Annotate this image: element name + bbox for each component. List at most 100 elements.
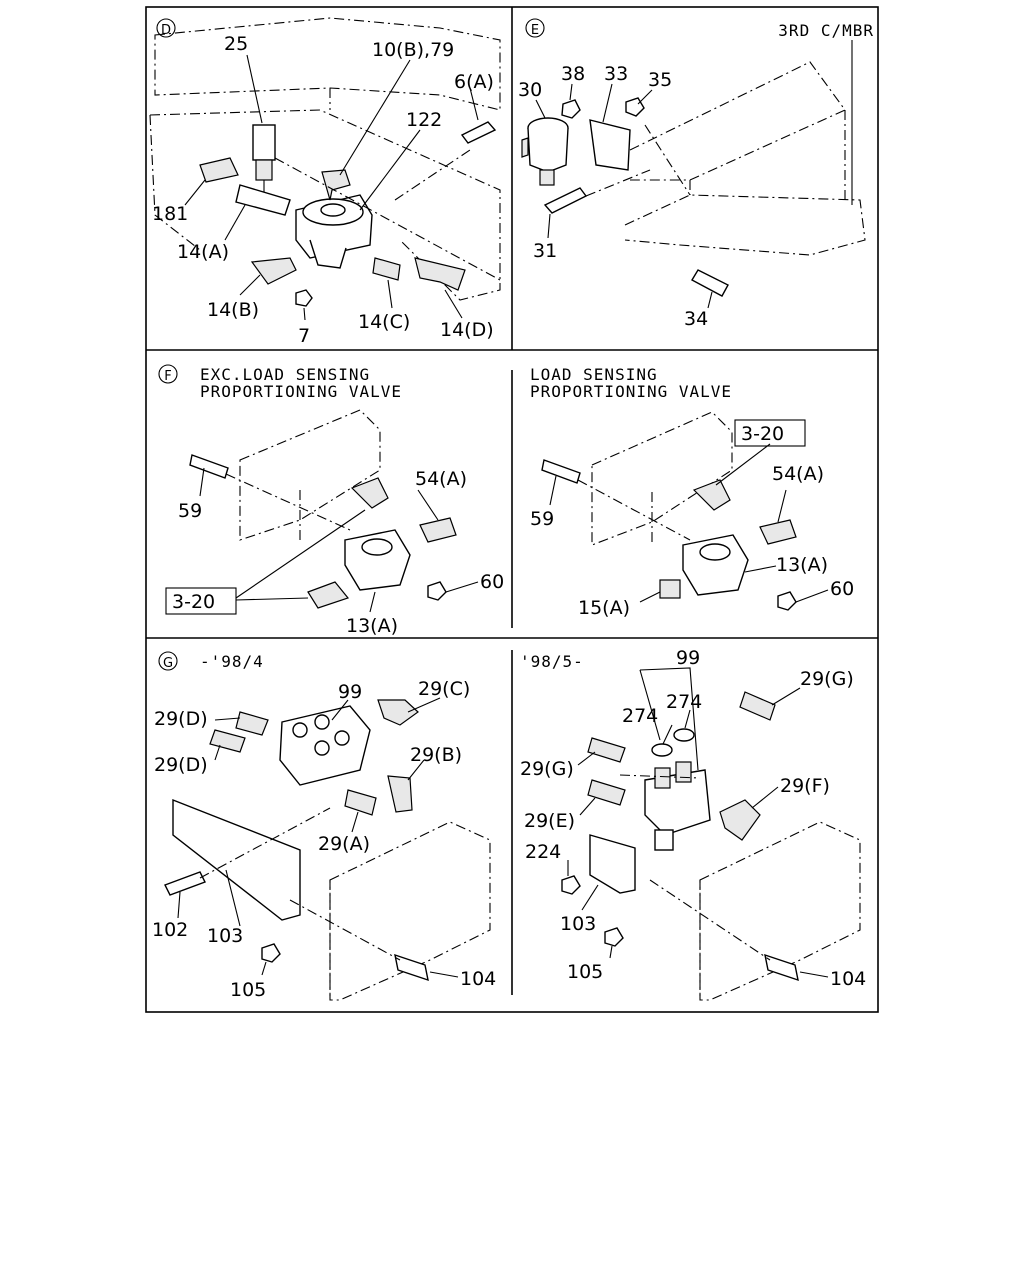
label-g-right-99: 99 (676, 647, 700, 669)
fitting-29a-left (344, 789, 377, 816)
fitting-14c (372, 257, 401, 281)
frame-rail-e (624, 40, 866, 256)
panel-f-right-title-1: LOAD SENSING (530, 365, 658, 384)
elbow-29b-left (387, 775, 413, 813)
label-d-10b-79: 10(B),79 (372, 39, 454, 61)
fitting-54a-right (759, 519, 797, 545)
panel-e-letter: E (531, 23, 539, 38)
panel-f-left-title-2: PROPORTIONING VALVE (200, 382, 402, 401)
panel-e-note: 3RD C/MBR (778, 21, 874, 40)
label-f-left-54a: 54(A) (415, 468, 467, 490)
label-d-14a: 14(A) (177, 241, 229, 263)
nut-105-left (261, 943, 281, 963)
valve-30 (521, 117, 569, 186)
label-g-left-104: 104 (460, 968, 496, 990)
bracket-33 (589, 119, 631, 171)
cap-274-right-1 (651, 743, 673, 757)
panel-e: E 3RD C/MBR 30 (518, 18, 874, 330)
ref-box-left (165, 587, 237, 615)
label-g-right-224: 224 (525, 841, 561, 863)
label-g-left-105: 105 (230, 979, 266, 1001)
leaders-g-right (567, 667, 829, 978)
label-g-right-29f: 29(F) (780, 775, 830, 797)
leaders-g-left (177, 697, 459, 978)
label-g-left-99: 99 (338, 681, 362, 703)
relay-valve-122 (295, 194, 373, 269)
panel-g-letter: G (163, 656, 173, 671)
frame-rail-g-left (329, 821, 491, 1001)
bolt-104-right (764, 953, 799, 982)
bolt-31 (543, 187, 588, 214)
label-f-left-59: 59 (178, 500, 202, 522)
relay-valve-99-left (279, 705, 371, 786)
label-d-25: 25 (224, 33, 248, 55)
fitting-29g-right-2 (587, 737, 626, 763)
label-g-left-29a: 29(A) (318, 833, 370, 855)
frame-rail-f-right (591, 411, 733, 546)
frame-rail-g-right (699, 821, 861, 1001)
label-f-right-15a: 15(A) (578, 597, 630, 619)
label-g-left-103: 103 (207, 925, 243, 947)
label-g-right-274-2: 274 (666, 691, 702, 713)
label-f-right-60: 60 (830, 578, 854, 600)
fitting-54a-left (419, 517, 457, 543)
bracket-103-left (172, 798, 301, 921)
label-e-33: 33 (604, 63, 628, 85)
elbow-left (350, 477, 389, 509)
panel-d-letter: D (161, 23, 171, 38)
pressure-switch-25 (252, 124, 276, 195)
label-g-right-105: 105 (567, 961, 603, 983)
bolt-6a (460, 121, 497, 144)
leaders-d (184, 54, 501, 321)
nut-60-right (777, 591, 797, 611)
elbow-14b (250, 257, 297, 285)
elbow-10b (321, 169, 351, 201)
label-f-right-3-20: 3-20 (741, 423, 784, 445)
elbow-29c-left (377, 699, 419, 726)
bracket-103-right (589, 834, 636, 894)
fitting-14a (235, 184, 291, 216)
label-g-left-29d-2: 29(D) (154, 754, 208, 776)
bolt-59-right (541, 459, 581, 484)
label-d-7: 7 (298, 325, 310, 347)
label-d-6a: 6(A) (454, 71, 494, 93)
label-d-122: 122 (406, 109, 442, 131)
fitting-181 (199, 157, 239, 183)
panel-g-left-note: -'98/4 (200, 652, 264, 671)
label-g-right-29e: 29(E) (524, 810, 575, 832)
label-e-30: 30 (518, 79, 542, 101)
nut-38 (561, 99, 581, 119)
label-f-right-54a: 54(A) (772, 463, 824, 485)
bolt-104-left (394, 953, 429, 982)
frame-rail-d (149, 17, 501, 301)
panel-f-letter: F (164, 369, 171, 384)
leaders-e (535, 83, 713, 309)
label-g-right-103: 103 (560, 913, 596, 935)
bolt-59-left (189, 454, 229, 479)
tee-14d (414, 257, 466, 291)
label-g-left-102: 102 (152, 919, 188, 941)
label-d-14d: 14(D) (440, 319, 494, 341)
panel-d-marker (156, 18, 176, 38)
elbow-29f-right (719, 799, 761, 841)
ref-box-right (734, 419, 806, 447)
bolt-102-left (164, 871, 206, 896)
label-e-34: 34 (684, 308, 708, 330)
label-e-38: 38 (561, 63, 585, 85)
fitting-29d-left-1 (235, 711, 269, 736)
label-d-14c: 14(C) (358, 311, 410, 333)
valve-13a-right (682, 534, 749, 596)
label-g-left-29b: 29(B) (410, 744, 462, 766)
valve-13a-left (344, 529, 411, 591)
diagram-frame (145, 6, 879, 1013)
label-e-31: 31 (533, 240, 557, 262)
panel-f-right-title-2: PROPORTIONING VALVE (530, 382, 732, 401)
label-e-35: 35 (648, 69, 672, 91)
label-d-14b: 14(B) (207, 299, 259, 321)
fitting-29g-right-1 (739, 691, 776, 721)
nut-7 (295, 289, 313, 307)
label-g-right-29g-2: 29(G) (520, 758, 574, 780)
nut-105-right (604, 927, 624, 947)
frame-rail-f-left (239, 409, 381, 541)
